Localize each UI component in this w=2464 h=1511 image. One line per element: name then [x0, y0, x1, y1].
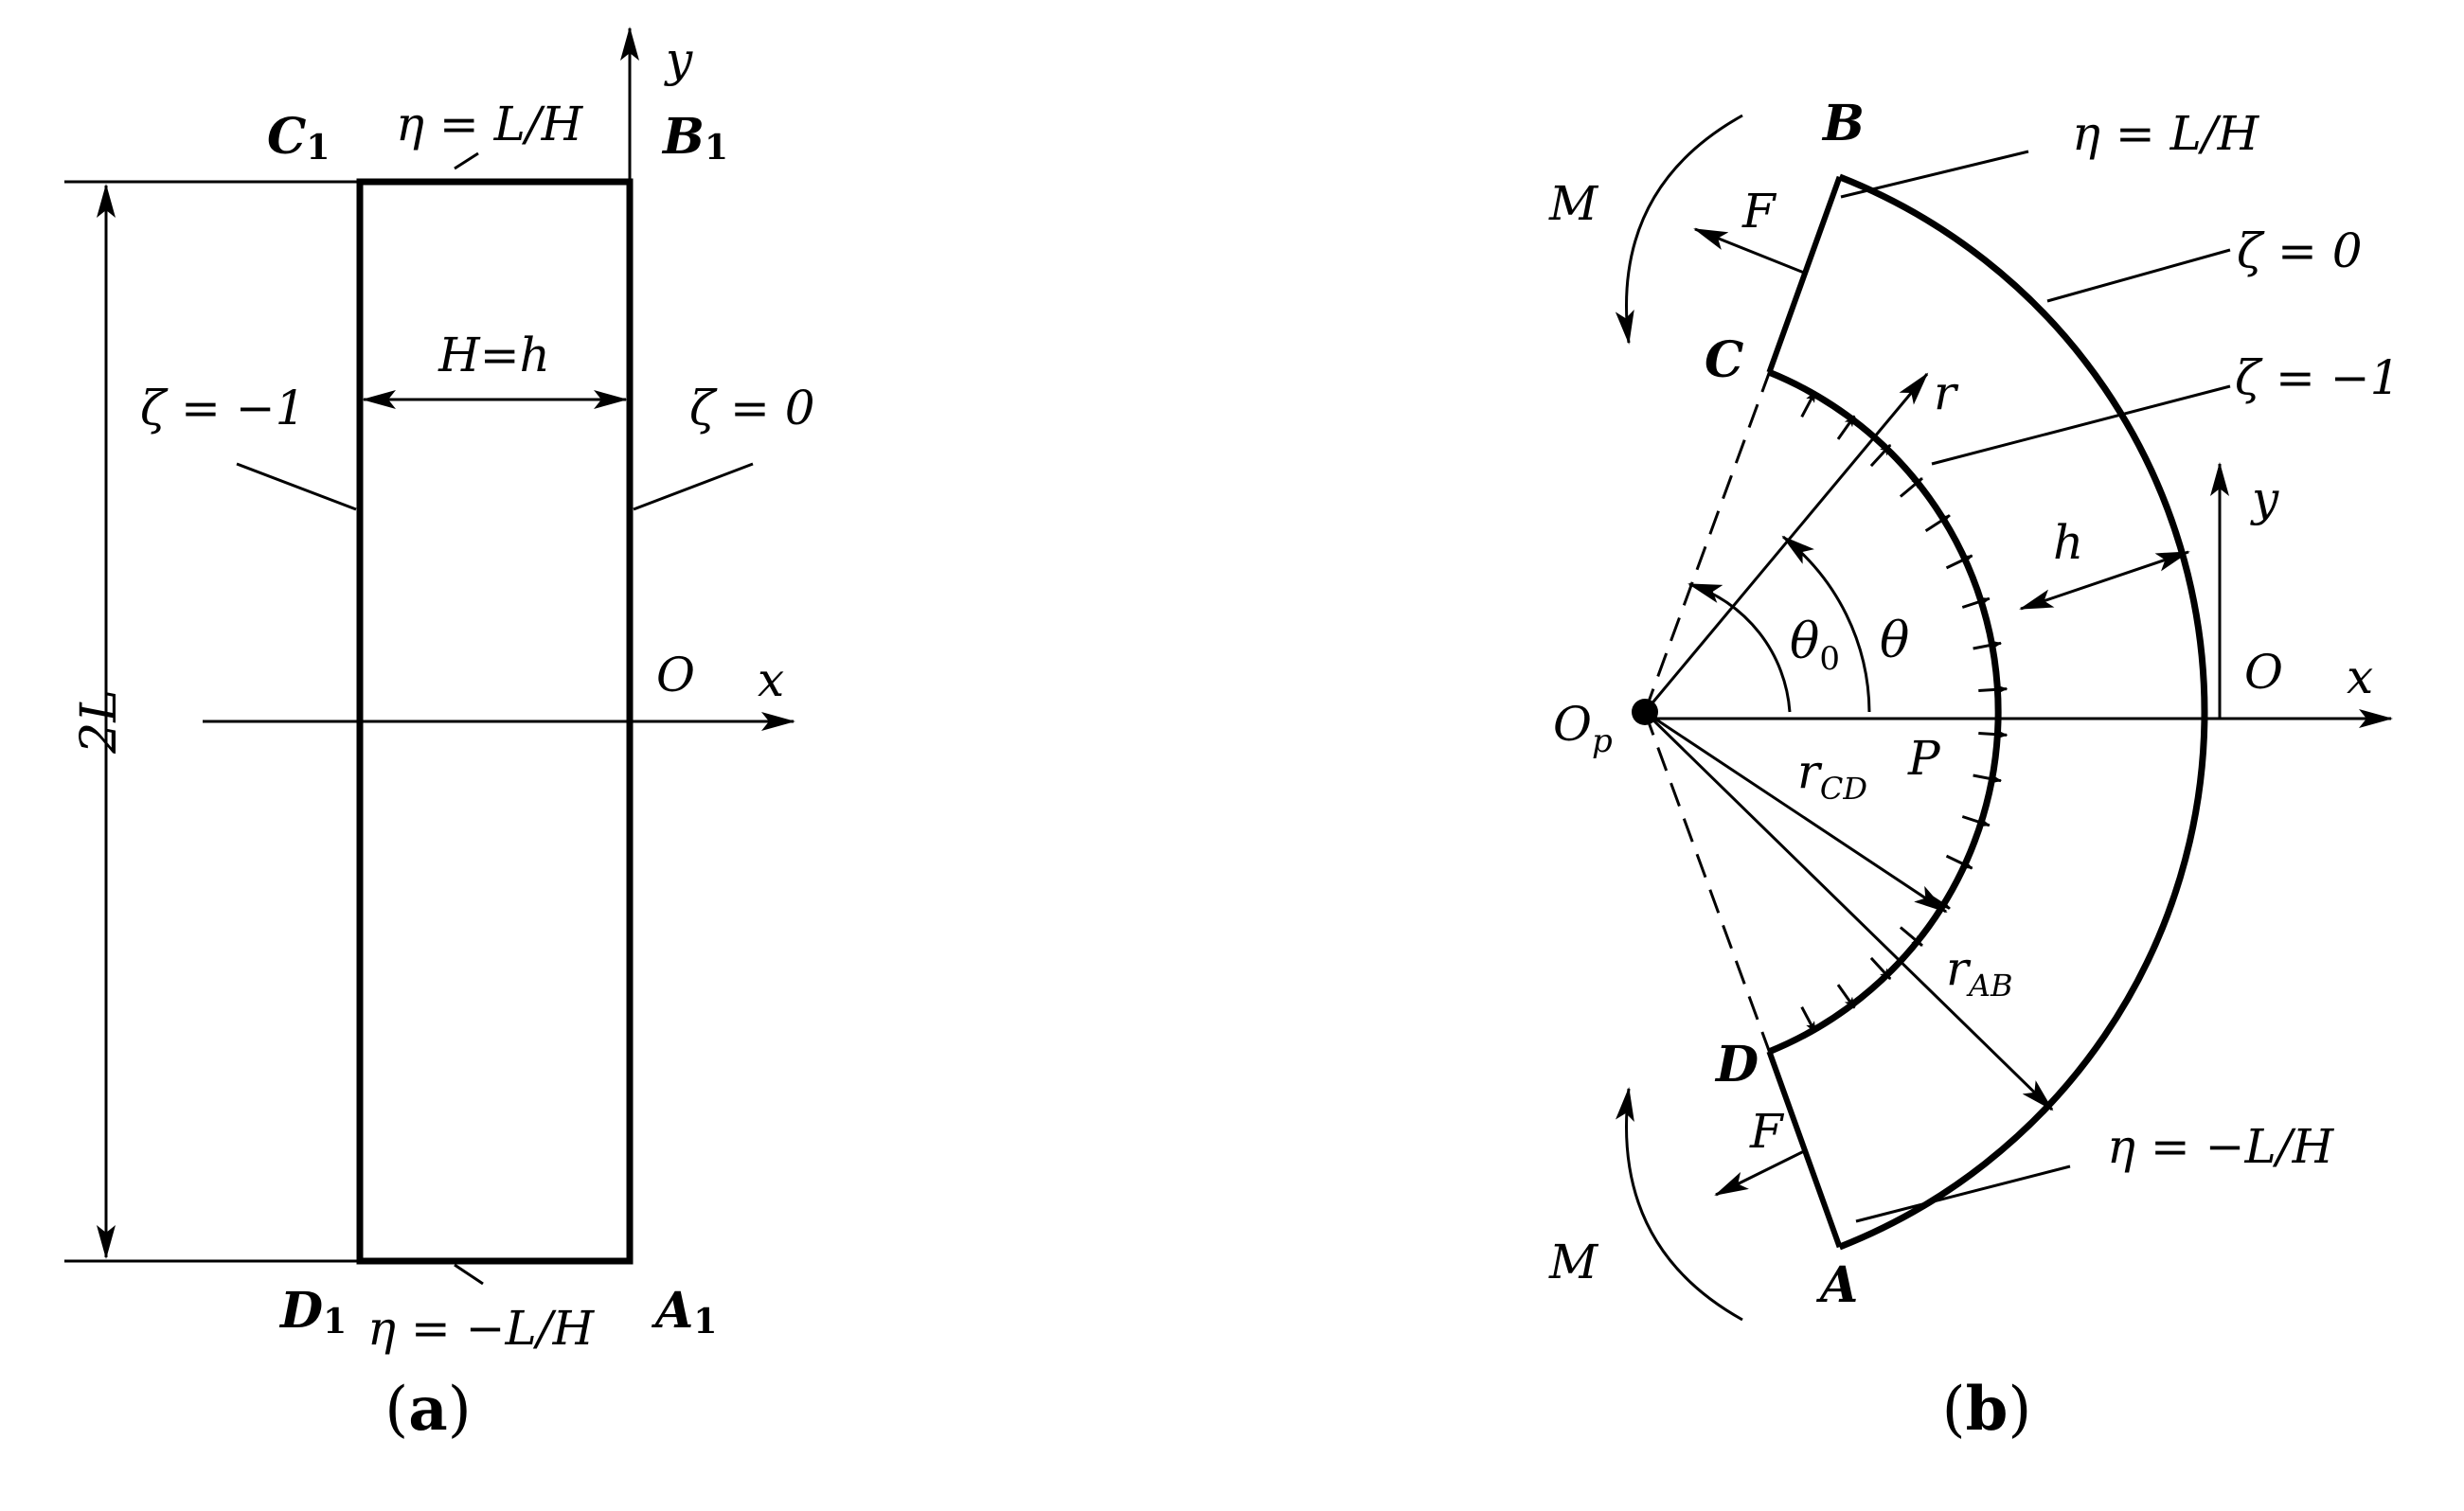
pressure-arrow [1924, 514, 1951, 532]
thickness-label: h [2053, 515, 2083, 570]
pressure-arrow [1945, 854, 1973, 870]
zeta-outer-label-b: ζ = 0 [2237, 223, 2363, 278]
origin-label-a: O [656, 648, 695, 702]
corner-b-label: B [1821, 95, 1865, 152]
edge-bc [1766, 175, 1843, 374]
zeta-inner-leader-b [1931, 384, 2231, 466]
eta-bottom-label-b: η = −L/H [2107, 1119, 2335, 1174]
eta-top-label-b: η = L/H [2072, 106, 2260, 161]
zeta-left-leader-a [236, 462, 357, 511]
edge-da [1766, 1050, 1843, 1249]
pressure-arrow [1978, 684, 2009, 695]
eta-top-label-a: η = L/H [396, 97, 584, 151]
eta-bottom-label-a: η = −L/H [367, 1301, 596, 1356]
force-label-bottom: F [1749, 1104, 1785, 1159]
corner-c-label: C [1705, 331, 1743, 389]
radius-ab-label: rAB [1946, 941, 2013, 1004]
radius-cd-arrow [1644, 710, 1948, 914]
thickness-dimension [2019, 550, 2190, 611]
width-label: H=h [437, 328, 550, 382]
caption-a: (a) [384, 1374, 471, 1445]
pressure-arrow [1800, 1005, 1817, 1034]
panel-a: 2L H=h x O y C1 B1 D1 A1 η = L/H η = −L/… [64, 27, 815, 1445]
pressure-arrow [1961, 596, 1991, 609]
y-axis-label-a: y [664, 32, 693, 87]
radius-r-label: r [1934, 365, 1959, 420]
pressure-label: P [1907, 731, 1941, 786]
corner-b1-label: B1 [661, 108, 728, 168]
theta-arc [1781, 535, 1871, 713]
pressure-arrow [1800, 390, 1817, 418]
radius-cd-label: rCD [1797, 744, 1867, 807]
theta0-arc [1687, 582, 1792, 713]
corner-d1-label: D1 [278, 1282, 347, 1342]
zeta-left-label-a: ζ = −1 [140, 381, 306, 436]
eta-bottom-leader-a [454, 1263, 484, 1286]
length-label: 2L [71, 689, 128, 755]
eta-top-leader-b [1840, 150, 2029, 199]
theta-label: θ [1880, 613, 1909, 669]
x-axis-label-a: x [758, 652, 784, 707]
zeta-outer-leader-b [2046, 248, 2231, 303]
panel-b: Op x O y r rCD rAB θ0 θ h P B C D A η = … [1548, 95, 2401, 1445]
x-axis-label-b: x [2347, 649, 2373, 704]
pressure-arrow [1869, 956, 1892, 981]
force-arrow-bottom [1714, 1149, 1805, 1197]
origin-label-b: O [2244, 645, 2283, 700]
pressure-arrow [1836, 984, 1856, 1009]
theta0-label: θ0 [1790, 613, 1840, 678]
outer-arc-ab [1838, 173, 2208, 1251]
eta-top-leader-a [454, 151, 479, 170]
moment-label-bottom: M [1548, 1235, 1599, 1289]
corner-a-label: A [1815, 1256, 1858, 1314]
zeta-right-label-a: ζ = 0 [689, 381, 815, 436]
zeta-inner-label-b: ζ = −1 [2235, 350, 2401, 405]
corner-c1-label: C1 [267, 108, 330, 168]
pressure-arrow [1973, 640, 2002, 650]
moment-label-top: M [1548, 176, 1599, 231]
pressure-arrow [1945, 554, 1973, 570]
radius-ab-arrow [1643, 710, 2054, 1111]
pressure-arrow [1978, 729, 2009, 739]
force-arrow-top [1693, 227, 1805, 275]
moment-arrow-top [1615, 114, 1743, 345]
pressure-arrow [1836, 415, 1856, 440]
y-axis-label-b: y [2250, 471, 2279, 526]
zeta-right-leader-a [633, 462, 754, 511]
dashed-radius-bottom [1643, 711, 1771, 1053]
pressure-arrows [1800, 390, 2009, 1034]
dashed-radius-top [1643, 371, 1771, 713]
pressure-arrow [1924, 892, 1951, 910]
pressure-arrow [1869, 443, 1892, 468]
pressure-arrow [1899, 926, 1923, 947]
corner-d-label: D [1714, 1036, 1759, 1093]
pressure-arrow [1973, 773, 2002, 784]
eta-bottom-leader-b [1855, 1164, 2071, 1223]
moment-arrow-bottom [1616, 1087, 1743, 1322]
corner-a1-label: A1 [651, 1282, 717, 1342]
pressure-arrow [1899, 477, 1923, 498]
force-label-top: F [1741, 184, 1777, 239]
pole-label: Op [1553, 697, 1613, 760]
caption-b: (b) [1942, 1374, 2032, 1445]
pressure-arrow [1961, 815, 1991, 827]
